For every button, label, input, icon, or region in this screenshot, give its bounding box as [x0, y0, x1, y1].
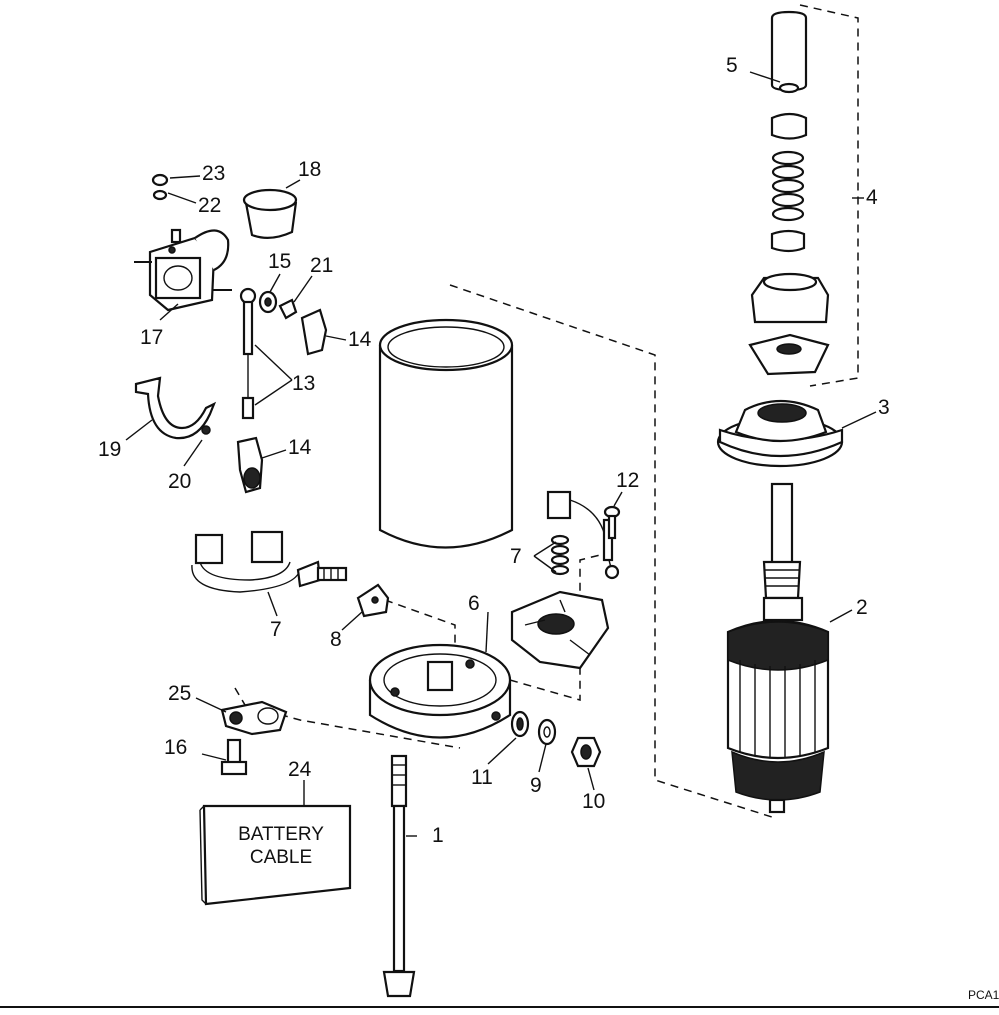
- callout-20: 20: [168, 470, 191, 493]
- cable-clamp: [220, 700, 288, 776]
- battery-label-line1: BATTERY: [238, 824, 324, 845]
- armature: [726, 482, 830, 814]
- brush-plate: [510, 590, 610, 670]
- battery-label-line2: CABLE: [250, 847, 312, 868]
- brush-set-right: [546, 490, 620, 580]
- solenoid: [134, 228, 232, 312]
- screw: [603, 505, 621, 540]
- commutator-end-cap: [368, 643, 512, 739]
- callout-22: 22: [198, 194, 221, 217]
- callout-9: 9: [530, 774, 542, 797]
- callout-12: 12: [616, 469, 639, 492]
- callout-13: 13: [292, 372, 315, 395]
- field-frame: [378, 318, 514, 549]
- callout-16: 16: [164, 736, 187, 759]
- callout-10: 10: [582, 790, 605, 813]
- callout-1: 1: [432, 824, 444, 847]
- drawing-code: PCA1: [968, 988, 999, 1002]
- cable-and-fittings: [236, 287, 328, 494]
- callout-18: 18: [298, 158, 321, 181]
- callout-8: 8: [330, 628, 342, 651]
- through-bolt: [382, 754, 416, 998]
- callout-23: 23: [202, 162, 225, 185]
- hardware-washers-nut: [510, 710, 602, 768]
- callout-19: 19: [98, 438, 121, 461]
- callout-24: 24: [288, 758, 312, 781]
- callout-labels: 1 2 3 4 5 6 7 7 8 9 10 11 12 13 14 14 15…: [98, 54, 890, 847]
- callout-17: 17: [140, 326, 163, 349]
- callout-3: 3: [878, 396, 890, 419]
- callout-7-right: 7: [510, 545, 522, 568]
- brush-set-left: [191, 530, 348, 593]
- drive-end-cap: [716, 400, 844, 468]
- callout-14-upper: 14: [348, 328, 372, 351]
- nut-washer-small: [151, 173, 169, 201]
- callout-21: 21: [310, 254, 333, 277]
- leader-lines: [125, 71, 877, 837]
- terminal-boot: [242, 188, 298, 239]
- callout-25: 25: [168, 682, 191, 705]
- callout-2: 2: [856, 596, 868, 619]
- callout-15: 15: [268, 250, 291, 273]
- solenoid-bracket: [134, 376, 217, 440]
- callout-6: 6: [468, 592, 480, 615]
- callout-5: 5: [726, 54, 738, 77]
- callout-7-left: 7: [270, 618, 282, 641]
- callout-11: 11: [471, 766, 493, 789]
- battery-cable-box: [199, 804, 352, 906]
- callout-14-lower: 14: [288, 436, 312, 459]
- drive-assembly: [748, 10, 830, 376]
- callout-4: 4: [866, 186, 878, 209]
- brush-clip: [356, 583, 390, 618]
